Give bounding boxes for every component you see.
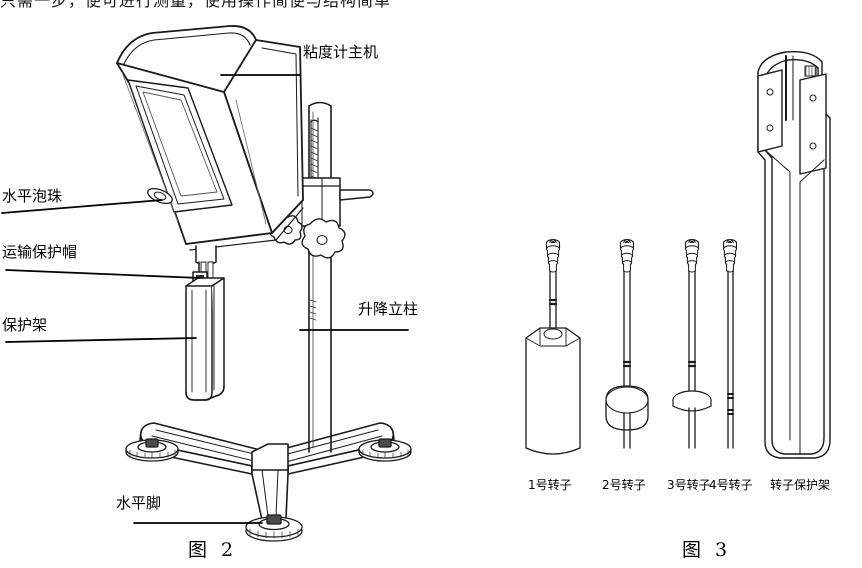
label-transport-cap: 运输保护帽 xyxy=(2,243,78,261)
label-spindle-4: 4号转子 xyxy=(709,478,753,492)
figure-3-caption: 图 3 xyxy=(682,539,732,561)
label-leveling-foot: 水平脚 xyxy=(116,494,162,512)
label-lift-column: 升降立柱 xyxy=(358,300,419,318)
label-guard-frame: 保护架 xyxy=(2,316,48,334)
label-spindle-2: 2号转子 xyxy=(602,478,646,492)
clipped-top-text-line: 只需一步，便可进行测量，使用操作简便与结构简单 xyxy=(0,0,862,9)
label-spindle-3: 3号转子 xyxy=(667,478,711,492)
label-level-bubble: 水平泡珠 xyxy=(2,187,63,205)
label-spindle-guard: 转子保护架 xyxy=(770,478,831,492)
figure-2-caption: 图 2 xyxy=(188,539,238,561)
label-spindle-1: 1号转子 xyxy=(528,478,572,492)
label-main-unit: 粘度计主机 xyxy=(303,43,379,61)
